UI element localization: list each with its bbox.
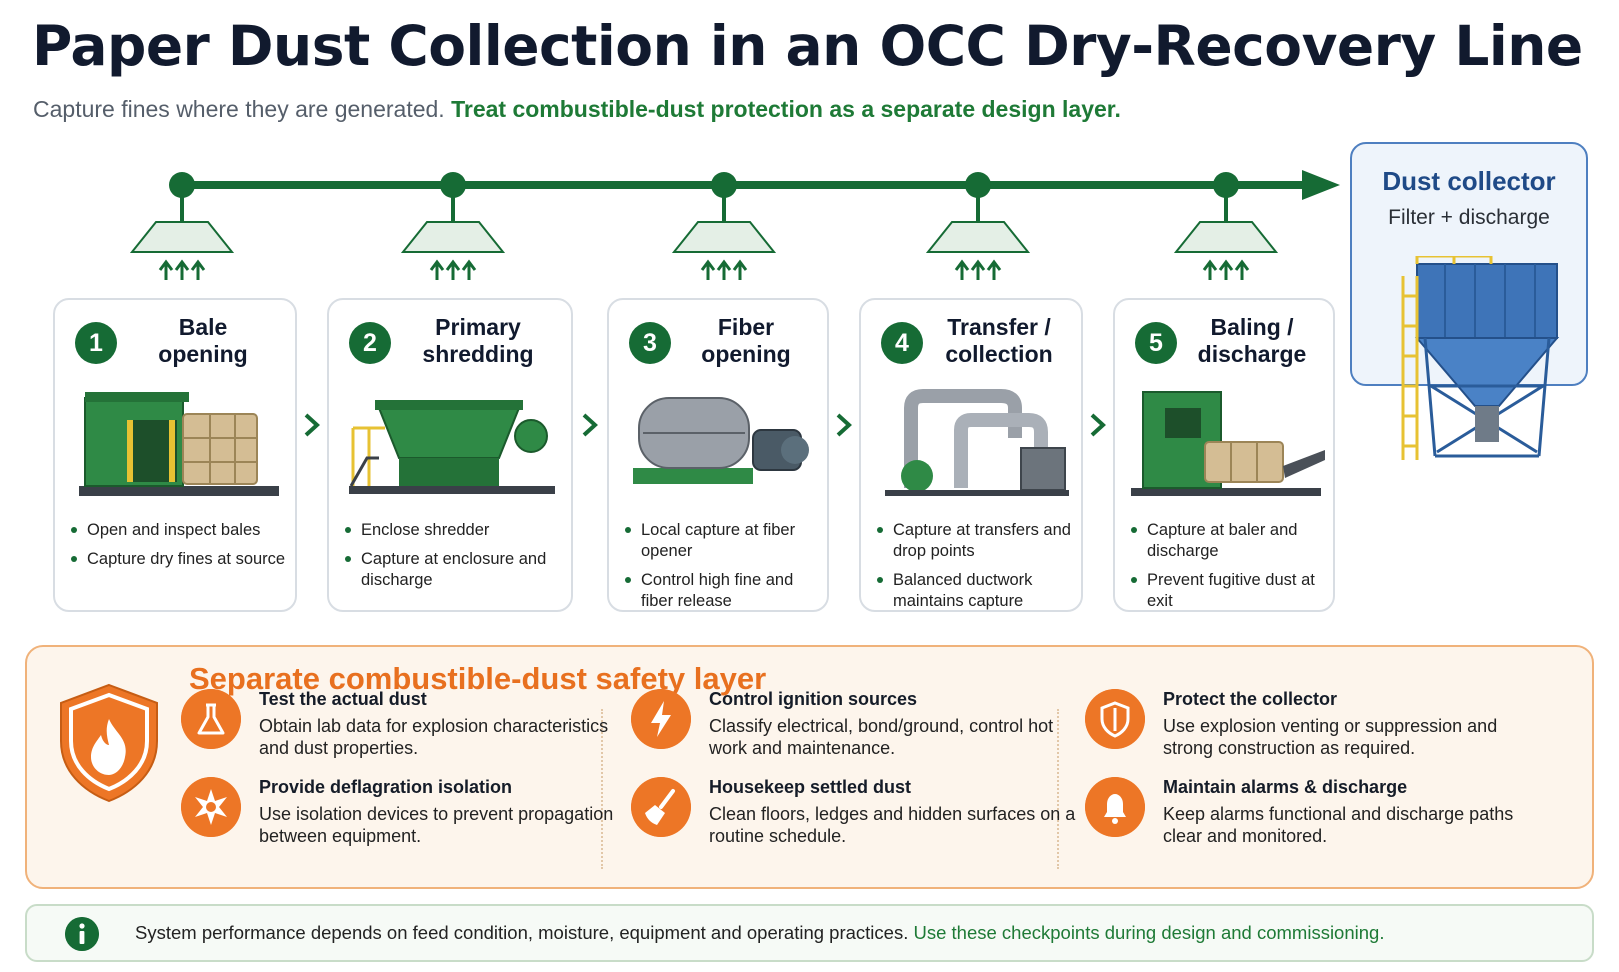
- lightning-icon: [631, 689, 691, 749]
- duct-arrow-head: [1302, 170, 1340, 200]
- stage-bullets: Local capture at fiber opener Control hi…: [625, 520, 819, 620]
- stage-bullets: Capture at transfers and drop points Bal…: [877, 520, 1073, 620]
- flow-chevron-icon: [836, 413, 852, 437]
- hood-5: [1173, 172, 1279, 280]
- safety-item-desc: Keep alarms functional and discharge pat…: [1163, 804, 1514, 846]
- collector-title: Dust collector: [1382, 166, 1556, 196]
- footer-text: System performance depends on feed condi…: [135, 922, 1385, 943]
- stage-card-4: 4 Transfer /collection Capture at transf…: [859, 298, 1083, 612]
- flow-chevron-icon: [1090, 413, 1106, 437]
- stage-card-5: 5 Baling /discharge Capture at baler and…: [1113, 298, 1335, 612]
- safety-item-title: Provide deflagration isolation: [259, 777, 513, 797]
- safety-item-title: Protect the collector: [1163, 689, 1338, 709]
- stage-bullets: Open and inspect bales Capture dry fines…: [71, 520, 287, 578]
- safety-item-desc: Use isolation devices to prevent propaga…: [259, 804, 614, 846]
- baler-machine-icon: [1131, 391, 1325, 496]
- safety-item-desc: Clean floors, ledges and hidden surfaces…: [709, 804, 1076, 846]
- shield-icon: [1085, 689, 1145, 749]
- page-subtitle: Capture fines where they are generated. …: [33, 96, 1121, 123]
- duct-line-diagram: [129, 170, 1340, 280]
- column-divider: [1057, 709, 1059, 869]
- bale-opener-machine-icon: [79, 392, 279, 496]
- stage-bullets: Capture at baler and discharge Prevent f…: [1131, 520, 1325, 620]
- info-icon: [65, 917, 99, 951]
- column-divider: [601, 709, 603, 869]
- stage-number: 2: [349, 322, 391, 364]
- subtitle-part1: Capture fines where they are generated.: [33, 96, 445, 122]
- burst-icon: [181, 777, 241, 837]
- collector-subtitle: Filter + discharge: [1388, 206, 1550, 229]
- broom-icon: [631, 777, 691, 837]
- safety-item-title: Test the actual dust: [259, 689, 427, 709]
- fire-shield-icon: [60, 683, 158, 803]
- fiber-opener-machine-icon: [633, 397, 809, 484]
- hood-4: [925, 172, 1031, 280]
- flow-chevron-icon: [304, 413, 320, 437]
- safety-item-title: Maintain alarms & discharge: [1163, 777, 1408, 797]
- hood-3: [671, 172, 777, 280]
- safety-item-desc: Classify electrical, bond/ground, contro…: [709, 716, 1054, 758]
- safety-item-title: Control ignition sources: [709, 689, 918, 709]
- hood-1: [129, 172, 235, 280]
- stage-title: Transfer /collection: [945, 314, 1053, 367]
- dust-collector-silo-icon: [1401, 256, 1560, 460]
- flow-chevron-icon: [582, 413, 598, 437]
- safety-item-desc: Obtain lab data for explosion characteri…: [259, 716, 609, 758]
- stage-bullets: Enclose shredder Capture at enclosure an…: [345, 520, 563, 599]
- hood-2: [400, 172, 506, 280]
- stage-number: 5: [1135, 322, 1177, 364]
- stage-number: 3: [629, 322, 671, 364]
- safety-layer-panel: Separate combustible-dust safety layer T…: [25, 645, 1594, 889]
- footer-note: System performance depends on feed condi…: [25, 904, 1594, 962]
- flask-icon: [181, 689, 241, 749]
- safety-item-title: Housekeep settled dust: [709, 777, 912, 797]
- stage-number: 4: [881, 322, 923, 364]
- stage-title: Baling /discharge: [1197, 314, 1307, 367]
- stage-number: 1: [75, 322, 117, 364]
- safety-item-desc: Use explosion venting or suppression and…: [1163, 716, 1498, 758]
- bell-icon: [1085, 777, 1145, 837]
- subtitle-part2: Treat combustible-dust protection as a s…: [451, 96, 1121, 122]
- shredder-machine-icon: [349, 400, 555, 494]
- ductwork-icon: [885, 389, 1069, 496]
- page-title: Paper Dust Collection in an OCC Dry-Reco…: [32, 14, 1583, 78]
